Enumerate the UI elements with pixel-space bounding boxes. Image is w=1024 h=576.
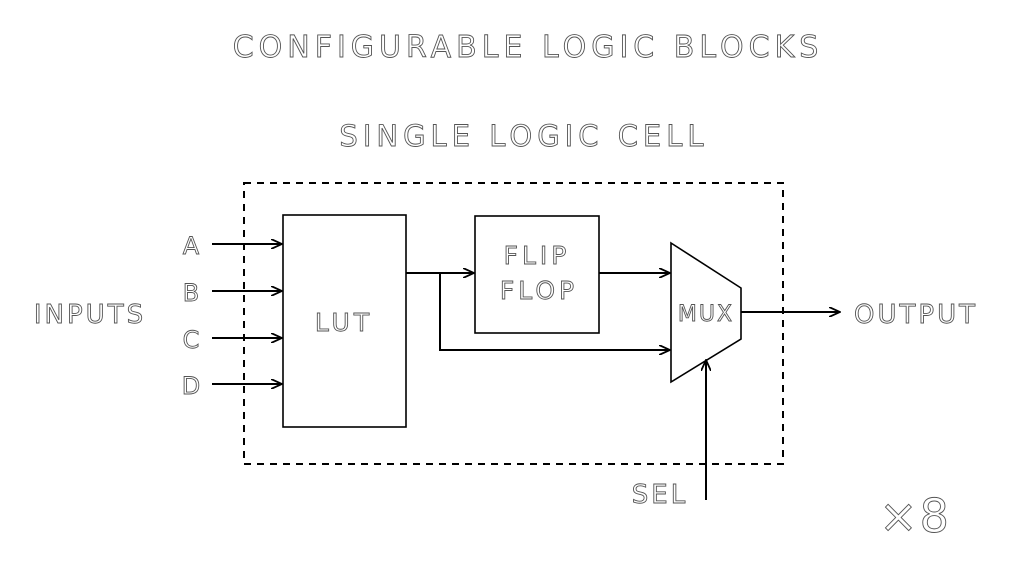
flip-flop-label-line2: FLOP	[500, 276, 578, 305]
output-label: OUTPUT	[854, 300, 978, 330]
lut-block	[282, 214, 407, 428]
cell-subtitle: SINGLE LOGIC CELL	[339, 119, 708, 153]
input-pin-b-label: B	[183, 279, 199, 307]
multiplier-label: ×8	[879, 489, 951, 543]
input-pin-a-label: A	[183, 232, 200, 260]
lut-bypass-wire	[439, 273, 670, 350]
mux-label: MUX	[678, 302, 734, 327]
input-pin-c-label: C	[183, 326, 200, 354]
lut-label: LUT	[315, 308, 373, 337]
flip-flop-label-line1: FLIP	[504, 241, 571, 270]
mux-block	[670, 241, 742, 384]
input-pin-d-label: D	[182, 372, 200, 400]
logic-cell-boundary	[243, 182, 784, 465]
inputs-label: INPUTS	[34, 300, 146, 330]
diagram-title: CONFIGURABLE LOGIC BLOCKS	[233, 30, 824, 65]
flip-flop-block	[474, 215, 600, 334]
sel-label: SEL	[632, 480, 688, 510]
